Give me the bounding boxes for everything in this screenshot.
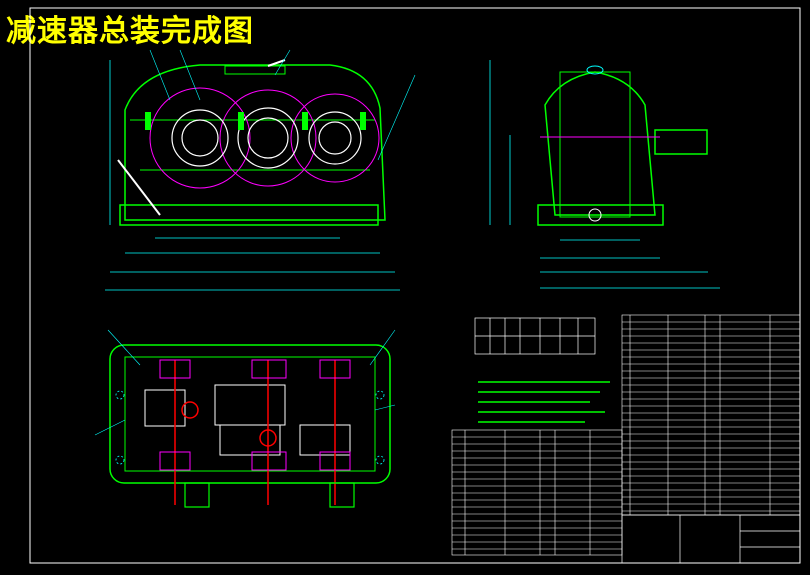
top-housing-outline bbox=[109, 344, 391, 484]
top-section-view bbox=[94, 329, 396, 508]
inspection-cover bbox=[224, 65, 286, 75]
parts-list-left-rows bbox=[452, 436, 622, 550]
leader-line bbox=[377, 74, 416, 161]
oil-dipstick bbox=[117, 159, 161, 216]
shaft-stub bbox=[184, 482, 210, 508]
top-inner-wall bbox=[124, 356, 376, 472]
flange-bolt bbox=[145, 112, 151, 130]
front-base-flange bbox=[119, 204, 379, 226]
parts-list-border bbox=[451, 429, 623, 556]
bolt-hole bbox=[375, 455, 385, 465]
parts-list-left bbox=[451, 429, 623, 556]
bearing-bore-3 bbox=[318, 121, 352, 155]
gear-mesh-mark bbox=[259, 429, 277, 447]
side-base-flange bbox=[537, 204, 664, 226]
bearing-section bbox=[251, 359, 287, 379]
vent-plug bbox=[267, 59, 286, 67]
leader-line bbox=[179, 49, 201, 101]
bolt-hole bbox=[115, 455, 125, 465]
leader-line bbox=[149, 49, 171, 101]
shaft-stub bbox=[329, 482, 355, 508]
output-shaft bbox=[654, 129, 708, 155]
side-view bbox=[489, 60, 720, 289]
drawing-title: 减速器总装完成图 bbox=[6, 14, 254, 49]
bearing-bore-2 bbox=[247, 117, 289, 159]
gear-mesh-mark bbox=[181, 401, 199, 419]
sheet-border bbox=[29, 7, 801, 564]
side-housing-outline bbox=[544, 71, 656, 216]
flange-bolt bbox=[360, 112, 366, 130]
bearing-cap-1 bbox=[171, 109, 229, 167]
flange-bolt bbox=[238, 112, 244, 130]
technical-spec-table bbox=[474, 317, 596, 355]
bearing-cap-3 bbox=[308, 111, 362, 165]
leader-line bbox=[274, 49, 291, 76]
side-inner-wall bbox=[559, 71, 631, 218]
front-housing-outline bbox=[124, 64, 386, 221]
title-block-border bbox=[621, 514, 801, 564]
parts-list-right-rows bbox=[622, 321, 800, 512]
bearing-section bbox=[159, 451, 191, 471]
bearing-section bbox=[319, 359, 351, 379]
parts-list-right bbox=[621, 314, 801, 516]
parts-list-border bbox=[621, 314, 801, 516]
bearing-section bbox=[159, 359, 191, 379]
bearing-cap-2 bbox=[237, 107, 299, 169]
flange-bolt bbox=[302, 112, 308, 130]
bolt-hole bbox=[115, 390, 125, 400]
gear-section bbox=[144, 389, 186, 427]
leader-line bbox=[374, 404, 396, 411]
title-block bbox=[621, 514, 801, 564]
gear-section bbox=[219, 424, 281, 456]
bearing-section bbox=[319, 451, 351, 471]
vent-cap bbox=[586, 65, 604, 75]
leader-line bbox=[369, 329, 396, 366]
leader-line bbox=[107, 329, 141, 366]
bearing-section bbox=[251, 451, 287, 471]
bolt-hole bbox=[375, 390, 385, 400]
gear-section bbox=[299, 424, 351, 456]
bearing-bore-1 bbox=[181, 119, 219, 157]
drain-plug bbox=[588, 208, 602, 222]
gear-pitch-circle-1 bbox=[149, 87, 251, 189]
technical-notes bbox=[478, 381, 610, 423]
leader-line bbox=[94, 419, 126, 436]
front-view bbox=[105, 49, 416, 291]
gear-pitch-circle-3 bbox=[290, 93, 380, 183]
gear-pitch-circle-2 bbox=[219, 89, 317, 187]
gear-section bbox=[214, 384, 286, 426]
